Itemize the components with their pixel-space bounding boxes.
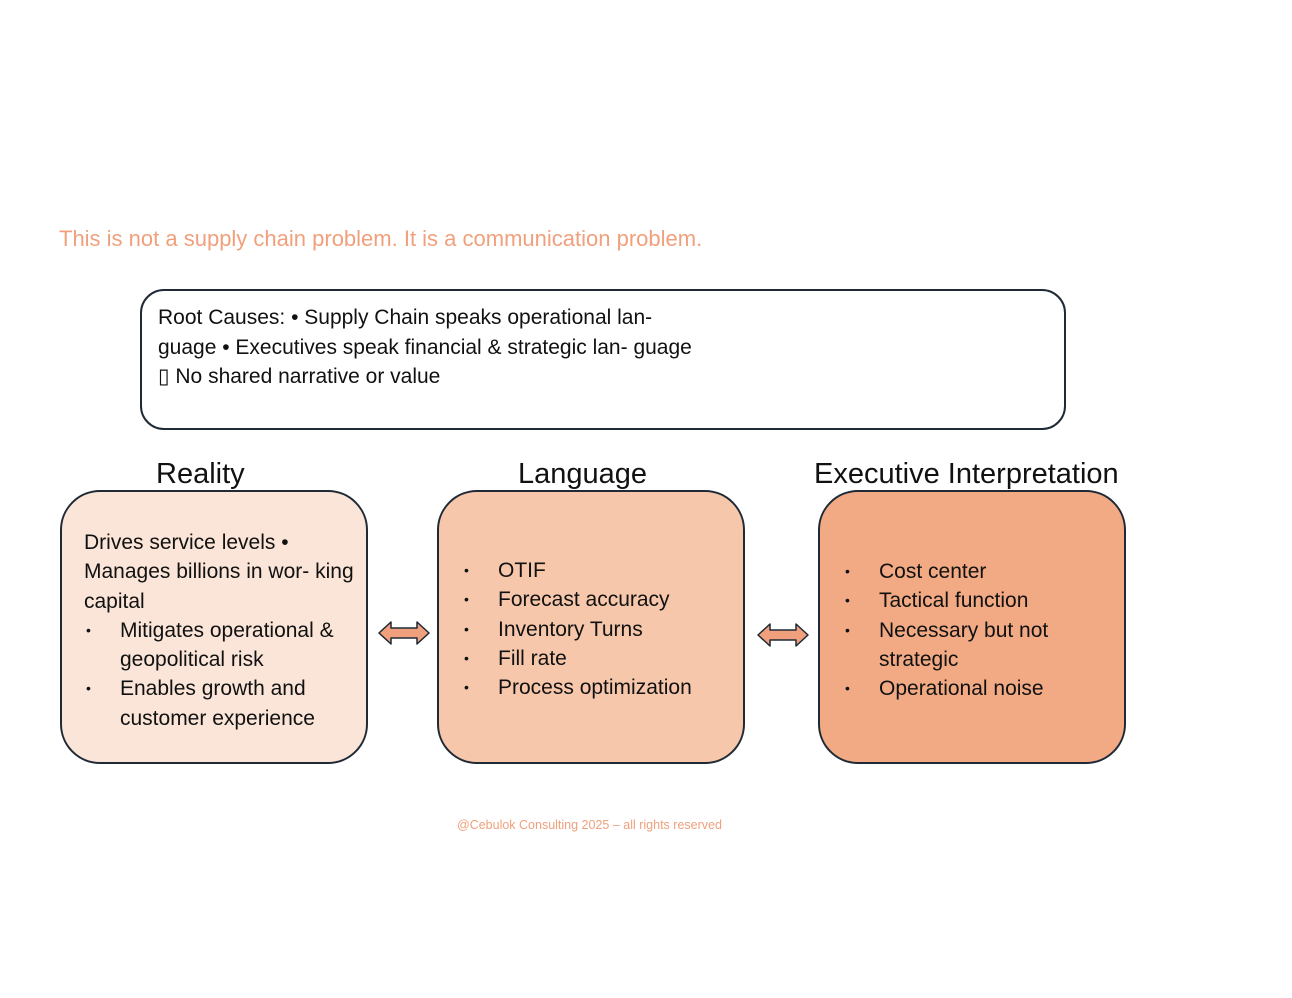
list-item-text: Fill rate [498, 646, 567, 670]
root-causes-box: Root Causes: • Supply Chain speaks opera… [140, 289, 1066, 430]
executive-interpretation-card: • Cost center • Tactical function • Necessa… [818, 490, 1126, 764]
language-card: • OTIF • Forecast accuracy • Inventory Turn… [437, 490, 745, 764]
list-item-text: Operational noise [879, 677, 1044, 701]
headline: This is not a supply chain problem. It i… [59, 226, 703, 251]
bullet-icon: • [845, 621, 850, 638]
bullet-icon: • [464, 620, 469, 637]
list-item-text: Cost center [879, 560, 987, 583]
bullet-icon: • [464, 562, 469, 578]
list-item: • Forecast accuracy [464, 585, 738, 614]
bullet-icon: • [464, 679, 469, 696]
root-causes-text: Root Causes: • Supply Chain speaks opera… [158, 306, 692, 388]
bullet-icon: • [464, 591, 469, 608]
list-item-text: Tactical function [879, 589, 1029, 613]
list-item: • Enables growth and customer experience [86, 674, 354, 733]
list-item: • Fill rate [464, 644, 738, 673]
executive-interpretation-list: • Cost center • Tactical function • Necessa… [845, 557, 1099, 703]
list-item-text: Process optimization [498, 676, 692, 700]
list-item: • Necessary but not strategic [845, 616, 1099, 675]
list-item: • Process optimization [464, 673, 738, 702]
double-arrow-icon [378, 621, 430, 645]
reality-list: • Mitigates operational & geopolitical ri… [86, 616, 354, 733]
list-item: • Tactical function [845, 586, 1099, 615]
list-item-text: Forecast accuracy [498, 588, 670, 612]
bullet-icon: • [86, 621, 91, 638]
list-item-text: Enables growth and customer experience [120, 677, 315, 730]
list-item: • Mitigates operational & geopolitical ri… [86, 616, 354, 675]
column-title-language: Language [518, 458, 648, 490]
list-item: • Inventory Turns [464, 615, 738, 644]
column-title-executive-interpretation: Executive Interpretation [814, 458, 1119, 490]
copyright-footer: @Cebulok Consulting 2025 – all rights re… [457, 818, 722, 832]
list-item-text: OTIF [498, 559, 546, 582]
list-item-text: Inventory Turns [498, 617, 643, 641]
bullet-icon: • [86, 680, 91, 697]
reality-card: Drives service levels • Manages billions… [60, 490, 368, 764]
double-arrow-icon [757, 623, 809, 647]
bullet-icon: • [845, 680, 850, 697]
column-title-reality: Reality [156, 458, 245, 490]
list-item-text: Mitigates operational & geopolitical ris… [120, 618, 334, 672]
bullet-icon: • [845, 563, 850, 579]
bullet-icon: • [845, 592, 850, 609]
list-item-text: Necessary but not strategic [879, 618, 1049, 671]
reality-intro-text: Drives service levels • Manages billions… [84, 531, 354, 613]
list-item: • OTIF [464, 556, 738, 585]
bullet-icon: • [464, 649, 469, 666]
list-item: • Cost center [845, 557, 1099, 586]
list-item: • Operational noise [845, 674, 1099, 703]
language-list: • OTIF • Forecast accuracy • Inventory Turn… [464, 556, 738, 702]
